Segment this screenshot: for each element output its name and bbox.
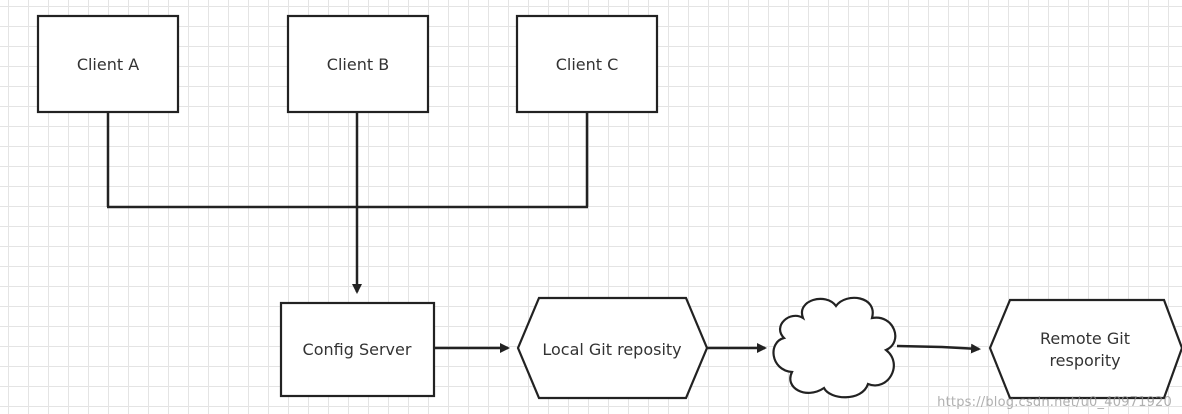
arrow-cloud-to-remote-git: [896, 343, 981, 354]
client-b-label: Client B: [327, 55, 389, 74]
client-a-box: Client A: [36, 14, 180, 114]
cloud-icon: [772, 296, 897, 399]
flow-arrows: [434, 343, 981, 354]
remote-git-label-line1: Remote Git: [1040, 329, 1130, 348]
client-a-label: Client A: [77, 55, 139, 74]
local-git-label: Local Git reposity: [542, 340, 681, 359]
remote-git-hexagon: Remote Git respority: [988, 298, 1182, 400]
config-server-box: Config Server: [279, 301, 436, 398]
client-c-label: Client C: [556, 55, 619, 74]
config-server-label: Config Server: [303, 340, 412, 359]
local-git-hexagon: Local Git reposity: [516, 296, 709, 400]
client-c-box: Client C: [515, 14, 659, 114]
watermark-url: https://blog.csdn.net/u0_40971920: [937, 395, 1172, 410]
remote-git-label-line2: respority: [1049, 351, 1120, 370]
client-connectors: [106, 112, 589, 294]
client-b-box: Client B: [286, 14, 430, 114]
